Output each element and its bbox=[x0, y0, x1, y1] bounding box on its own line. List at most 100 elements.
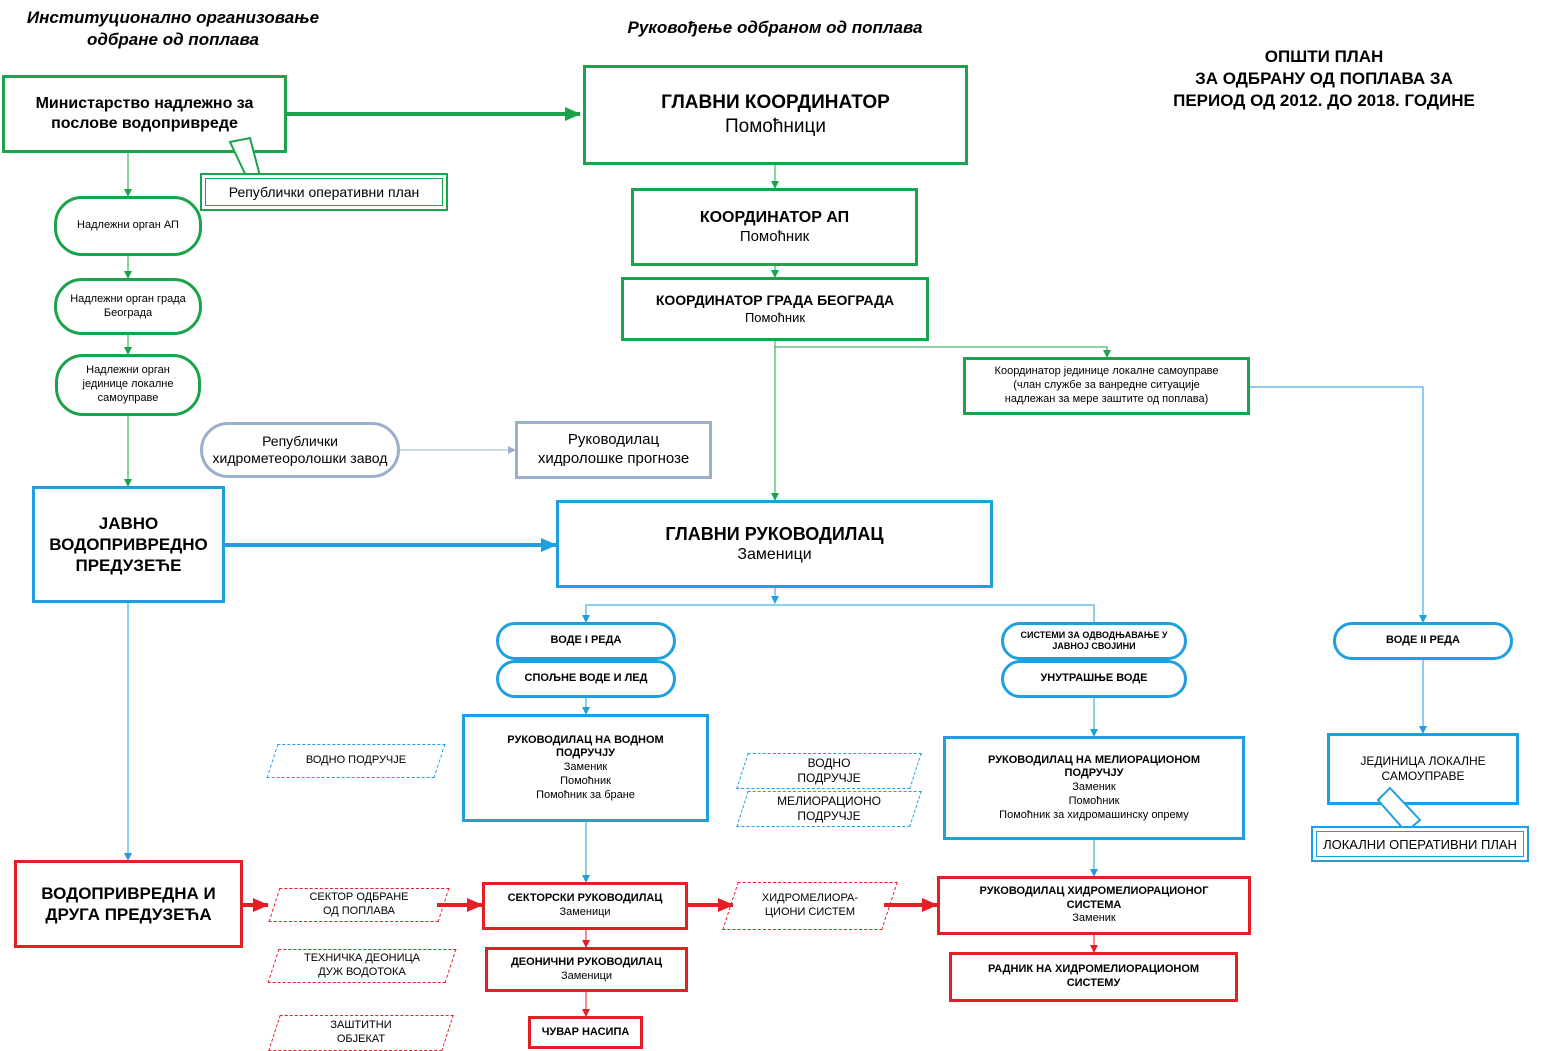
belgrade-authority-line2: Београда bbox=[103, 306, 153, 319]
local-coordinator-line2: (члан службе за ванредне ситуације bbox=[1013, 379, 1200, 392]
melio-manager-line1: РУКОВОДИЛАЦ НА МЕЛИОРАЦИОНОМ bbox=[988, 753, 1200, 766]
water-area-mid-line1: ВОДНО bbox=[807, 756, 851, 770]
belgrade-coordinator-box: КООРДИНАТОР ГРАДА БЕОГРАДА Помоћник bbox=[621, 277, 929, 341]
sector-manager-box: СЕКТОРСКИ РУКОВОДИЛАЦ Заменици bbox=[482, 882, 688, 930]
tech-section-line2: ДУЖ ВОДОТОКА bbox=[318, 966, 406, 978]
belgrade-authority-line1: Надлежни орган града bbox=[70, 292, 186, 305]
melio-manager-sub1: Заменик bbox=[1072, 781, 1116, 794]
hydromelio-manager-line1: РУКОВОДИЛАЦ ХИДРОМЕЛИОРАЦИОНОГ bbox=[979, 884, 1209, 897]
hydromelio-worker-box: РАДНИК НА ХИДРОМЕЛИОРАЦИОНОМ СИСТЕМУ bbox=[949, 952, 1238, 1002]
left-header: Институционално организовање одбране од … bbox=[8, 7, 338, 51]
hydromelio-system-line2: ЦИОНИ СИСТЕМ bbox=[764, 906, 856, 918]
main-coordinator-title: ГЛАВНИ КООРДИНАТОР bbox=[661, 92, 890, 114]
public-company-line2: ВОДОПРИВРЕДНО bbox=[49, 534, 208, 554]
ap-coordinator-box: КООРДИНАТОР АП Помоћник bbox=[631, 188, 918, 266]
water-area-manager-sub3: Помоћник за бране bbox=[536, 788, 635, 801]
forecast-manager-box: Руководилац хидролошке прогнозе bbox=[515, 421, 712, 479]
ap-coordinator-title: КООРДИНАТОР АП bbox=[699, 208, 850, 226]
local-coordinator-box: Координатор јединице локалне самоуправе … bbox=[963, 357, 1250, 415]
hydromelio-manager-sub: Заменик bbox=[1072, 912, 1116, 925]
section-manager-sub: Заменици bbox=[560, 969, 613, 982]
local-authority-line3: самоуправе bbox=[97, 391, 159, 404]
public-company-line3: ПРЕДУЗЕЋЕ bbox=[75, 556, 182, 576]
local-authority-box: Надлежни орган јединице локалне самоупра… bbox=[55, 354, 201, 416]
republic-plan-label: Републички оперативни план bbox=[228, 184, 420, 200]
other-companies-box: ВОДОПРИВРЕДНА И ДРУГА ПРЕДУЗЕЋА bbox=[14, 860, 243, 948]
protective-object-line1: ЗАШТИТНИ bbox=[330, 1019, 392, 1032]
hydromelio-manager-line2: СИСТЕМА bbox=[1066, 898, 1122, 911]
ap-authority-label: Надлежни орган АП bbox=[77, 219, 179, 232]
drainage-systems-line1: СИСТЕМИ ЗА ОДВОДЊАВАЊЕ У bbox=[1020, 629, 1168, 640]
waters-2-pill: ВОДЕ II РЕДА bbox=[1333, 622, 1513, 660]
hydromelio-worker-line1: РАДНИК НА ХИДРОМЕЛИОРАЦИОНОМ bbox=[987, 963, 1200, 976]
plan-title-line1: ОПШТИ ПЛАН bbox=[1264, 47, 1384, 66]
water-area-manager-sub1: Заменик bbox=[563, 761, 608, 774]
melio-manager-sub3: Помоћник за хидромашинску опрему bbox=[999, 808, 1189, 821]
ministry-line2: послове водопривреде bbox=[51, 115, 238, 132]
local-plan-pointer-icon bbox=[1376, 786, 1422, 834]
melio-manager-box: РУКОВОДИЛАЦ НА МЕЛИОРАЦИОНОМ ПОДРУЧЈУ За… bbox=[943, 736, 1245, 840]
water-area-manager-line1: РУКОВОДИЛАЦ НА ВОДНОМ bbox=[507, 733, 664, 746]
waters-2-label: ВОДЕ II РЕДА bbox=[1386, 634, 1460, 647]
hydromet-institute-line2: хидрометеоролошки завод bbox=[212, 450, 388, 466]
internal-waters-label: УНУТРАШЊЕ ВОДЕ bbox=[1040, 672, 1148, 685]
ministry-line1: Министарство надлежно за bbox=[35, 95, 254, 112]
left-header-line2: одбране од поплава bbox=[86, 30, 259, 50]
drainage-systems-line2: ЈАВНОЈ СВОЈИНИ bbox=[1052, 641, 1136, 651]
waters-1-pill: ВОДЕ I РЕДА bbox=[496, 622, 676, 660]
main-manager-sub: Заменици bbox=[737, 546, 812, 564]
local-unit-line2: САМОУПРАВЕ bbox=[1381, 769, 1465, 783]
defense-sector-line1: СЕКТОР ОДБРАНЕ bbox=[309, 891, 409, 904]
local-authority-line1: Надлежни орган bbox=[86, 364, 170, 377]
section-manager-title: ДЕОНИЧНИ РУКОВОДИЛАЦ bbox=[510, 955, 663, 968]
melio-manager-line2: ПОДРУЧЈУ bbox=[1064, 767, 1124, 780]
public-company-box: ЈАВНО ВОДОПРИВРЕДНО ПРЕДУЗЕЋЕ bbox=[32, 486, 225, 603]
external-waters-label: СПОЉНЕ ВОДЕ И ЛЕД bbox=[524, 672, 648, 685]
local-plan-label: ЛОКАЛНИ ОПЕРАТИВНИ ПЛАН bbox=[1323, 836, 1517, 852]
belgrade-coordinator-title: КООРДИНАТОР ГРАДА БЕОГРАДА bbox=[655, 292, 895, 309]
main-coordinator-box: ГЛАВНИ КООРДИНАТОР Помоћници bbox=[583, 65, 968, 165]
belgrade-coordinator-sub: Помоћник bbox=[744, 309, 806, 325]
local-unit-line1: ЈЕДИНИЦА ЛОКАЛНЕ bbox=[1360, 754, 1486, 768]
hydromelio-system-tag: ХИДРОМЕЛИОРА-ЦИОНИ СИСТЕМ bbox=[722, 882, 898, 930]
other-companies-line1: ВОДОПРИВРЕДНА И bbox=[41, 883, 216, 903]
ap-coordinator-sub: Помоћник bbox=[739, 227, 810, 245]
waters-1-label: ВОДЕ I РЕДА bbox=[550, 634, 622, 647]
water-area-manager-box: РУКОВОДИЛАЦ НА ВОДНОМ ПОДРУЧЈУ Заменик П… bbox=[462, 714, 709, 822]
sector-manager-sub: Заменици bbox=[559, 906, 611, 918]
drainage-systems-pill: СИСТЕМИ ЗА ОДВОДЊАВАЊЕ У ЈАВНОЈ СВОЈИНИ bbox=[1001, 622, 1187, 660]
main-coordinator-sub: Помоћници bbox=[724, 116, 827, 137]
forecast-manager-line1: Руководилац bbox=[567, 431, 660, 449]
sector-manager-title: СЕКТОРСКИ РУКОВОДИЛАЦ bbox=[507, 892, 663, 905]
external-waters-pill: СПОЉНЕ ВОДЕ И ЛЕД bbox=[496, 660, 676, 698]
melio-area-line1: МЕЛИОРАЦИОНО bbox=[777, 794, 881, 808]
local-unit-box: ЈЕДИНИЦА ЛОКАЛНЕ САМОУПРАВЕ bbox=[1327, 733, 1519, 805]
left-header-line1: Институционално организовање bbox=[26, 8, 320, 27]
hydromet-institute-box: Републички хидрометеоролошки завод bbox=[200, 422, 400, 478]
main-manager-box: ГЛАВНИ РУКОВОДИЛАЦ Заменици bbox=[556, 500, 993, 588]
plan-title: ОПШТИ ПЛАН ЗА ОДБРАНУ ОД ПОПЛАВА ЗА ПЕРИ… bbox=[1140, 46, 1508, 112]
local-plan-scroll: ЛОКАЛНИ ОПЕРАТИВНИ ПЛАН bbox=[1311, 826, 1529, 862]
melio-manager-sub2: Помоћник bbox=[1068, 794, 1120, 807]
water-area-left-tag: ВОДНО ПОДРУЧЈЕ bbox=[266, 744, 446, 778]
hydromet-institute-line1: Републички bbox=[262, 432, 338, 449]
water-area-mid-line2: ПОДРУЧЈЕ bbox=[797, 771, 861, 785]
tech-section-line1: ТЕХНИЧКА ДЕОНИЦА bbox=[303, 952, 421, 965]
hydromelio-manager-box: РУКОВОДИЛАЦ ХИДРОМЕЛИОРАЦИОНОГ СИСТЕМА З… bbox=[937, 876, 1251, 935]
water-area-left-label: ВОДНО ПОДРУЧЈЕ bbox=[305, 754, 407, 767]
belgrade-authority-box: Надлежни орган града Београда bbox=[54, 278, 202, 335]
hydromelio-worker-line2: СИСТЕМУ bbox=[1066, 977, 1121, 989]
republic-plan-scroll: Републички оперативни план bbox=[200, 173, 448, 211]
hydromelio-system-line1: ХИДРОМЕЛИОРА- bbox=[761, 892, 859, 905]
forecast-manager-line2: хидролошке прогнозе bbox=[537, 450, 690, 467]
defense-sector-line2: ОД ПОПЛАВА bbox=[322, 905, 396, 917]
melio-area-line2: ПОДРУЧЈЕ bbox=[797, 809, 861, 823]
water-area-manager-sub2: Помоћник bbox=[560, 774, 611, 787]
protective-object-line2: ОБЈЕКАТ bbox=[336, 1033, 386, 1045]
